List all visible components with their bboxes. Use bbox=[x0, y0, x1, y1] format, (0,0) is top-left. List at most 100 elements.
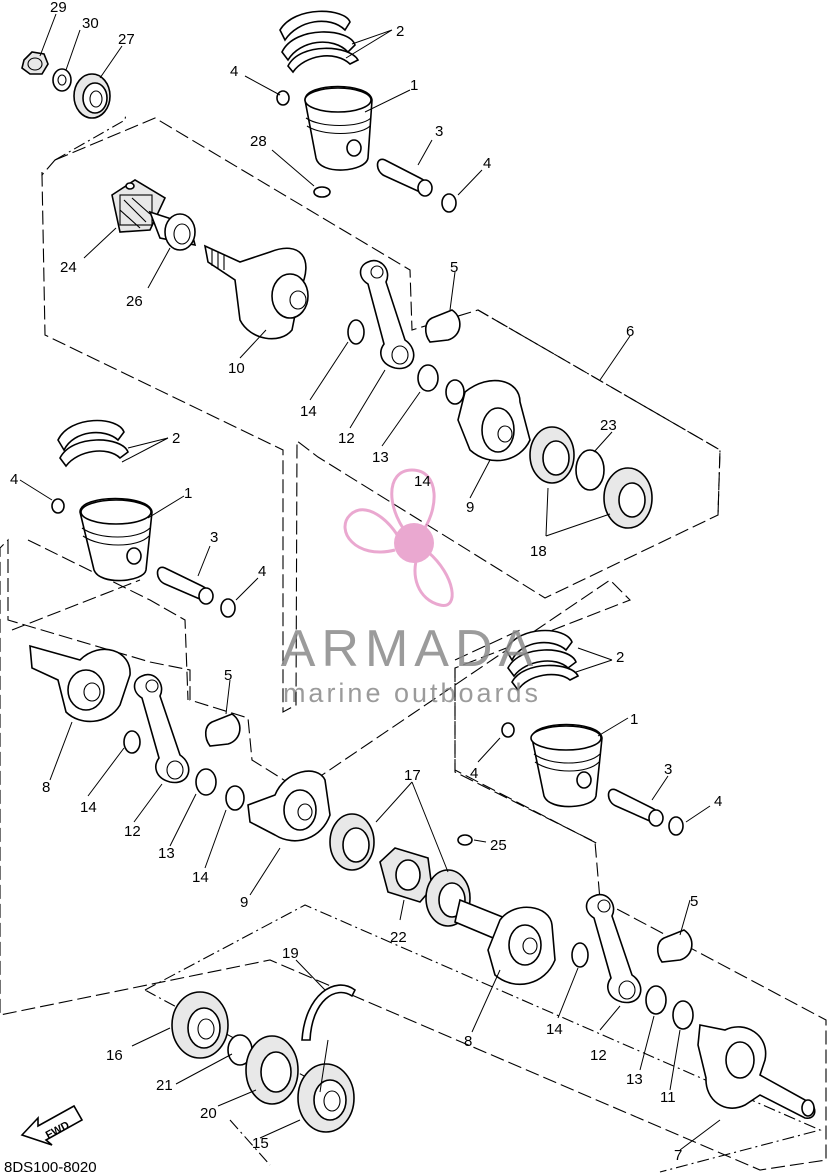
callout-13: 13 bbox=[372, 449, 389, 466]
washer-14-mid-a bbox=[123, 730, 141, 754]
conrod-12-upper bbox=[359, 259, 415, 370]
callout-9: 9 bbox=[240, 894, 248, 911]
callout-23: 23 bbox=[600, 417, 617, 434]
outline-middle-piston bbox=[11, 539, 189, 701]
callout-28: 28 bbox=[250, 133, 267, 150]
callout-labels: 29 30 27 2 4 1 3 4 28 24 26 10 5 6 14 12… bbox=[10, 0, 722, 1164]
upper-crank-parts bbox=[111, 179, 465, 405]
bushing-5-low bbox=[656, 929, 693, 963]
watermark-tagline: marine outboards bbox=[283, 678, 541, 708]
callout-7: 7 bbox=[674, 1147, 682, 1164]
watermark-brand: ARMADA bbox=[281, 620, 539, 678]
callout-2: 2 bbox=[396, 23, 404, 40]
ring-23 bbox=[575, 449, 605, 491]
nut-29 bbox=[21, 51, 49, 75]
bushing-5-mid bbox=[204, 713, 241, 747]
callout-12: 12 bbox=[124, 823, 141, 840]
callout-1: 1 bbox=[630, 711, 638, 728]
seal-11 bbox=[672, 1000, 694, 1030]
callout-1: 1 bbox=[184, 485, 192, 502]
callout-29: 29 bbox=[50, 0, 67, 16]
outline-right-piston bbox=[454, 629, 601, 846]
propeller-logo-icon bbox=[343, 468, 454, 607]
lower-right-crank bbox=[454, 893, 816, 1119]
clip-4-mid-right bbox=[220, 598, 236, 618]
clip-4-top-left bbox=[276, 90, 290, 106]
callout-5: 5 bbox=[450, 259, 458, 276]
bearing-13-upper bbox=[417, 364, 439, 392]
callout-24: 24 bbox=[60, 259, 77, 276]
piston-right bbox=[501, 629, 684, 836]
fwd-arrow: FWD bbox=[20, 1104, 84, 1146]
callout-1: 1 bbox=[410, 77, 418, 94]
outline-top-bearing bbox=[41, 112, 127, 176]
bushing-5-upper bbox=[424, 309, 461, 343]
outline-upper-crank bbox=[41, 117, 721, 713]
callout-30: 30 bbox=[82, 15, 99, 32]
callout-4: 4 bbox=[714, 793, 722, 810]
top-left-fasteners bbox=[21, 51, 111, 119]
circlip-19 bbox=[301, 984, 357, 1041]
callout-18: 18 bbox=[530, 543, 547, 560]
callout-11: 11 bbox=[660, 1089, 676, 1106]
callout-13: 13 bbox=[158, 845, 175, 862]
callout-27: 27 bbox=[118, 31, 135, 48]
callout-15: 15 bbox=[252, 1135, 269, 1152]
bearing-13-low bbox=[645, 985, 667, 1015]
outline-6 bbox=[477, 309, 721, 516]
callout-14: 14 bbox=[192, 869, 209, 886]
callout-9: 9 bbox=[466, 499, 474, 516]
crankshaft-7 bbox=[697, 1024, 816, 1119]
callout-3: 3 bbox=[435, 123, 443, 140]
callout-8: 8 bbox=[42, 779, 50, 796]
clip-4-right-left bbox=[501, 722, 515, 738]
washer-30 bbox=[52, 68, 72, 92]
callout-4: 4 bbox=[10, 471, 18, 488]
callout-8: 8 bbox=[464, 1033, 472, 1050]
callout-13: 13 bbox=[626, 1071, 643, 1088]
callout-5: 5 bbox=[224, 667, 232, 684]
callout-26: 26 bbox=[126, 293, 143, 310]
callout-14: 14 bbox=[546, 1021, 563, 1038]
washer-14-low bbox=[571, 942, 589, 968]
pin-28 bbox=[313, 186, 331, 198]
callout-10: 10 bbox=[228, 360, 245, 377]
washer-14-upper bbox=[347, 319, 365, 345]
callout-4: 4 bbox=[230, 63, 238, 80]
clip-4-mid-left bbox=[51, 498, 65, 514]
drawing-code: 8DS100-8020 bbox=[4, 1159, 97, 1176]
piston-middle bbox=[51, 419, 236, 618]
bearing-13-mid bbox=[195, 768, 217, 796]
callout-12: 12 bbox=[590, 1047, 607, 1064]
callout-25: 25 bbox=[490, 837, 507, 854]
callout-14: 14 bbox=[300, 403, 317, 420]
callout-6: 6 bbox=[626, 323, 634, 340]
callout-4: 4 bbox=[483, 155, 491, 172]
piston-top bbox=[276, 85, 457, 213]
middle-crank-parts bbox=[29, 644, 473, 927]
conrod-12-mid bbox=[133, 673, 190, 784]
callout-19: 19 bbox=[282, 945, 299, 962]
callout-14: 14 bbox=[414, 473, 431, 490]
callout-2: 2 bbox=[172, 430, 180, 447]
clip-4-top-right bbox=[441, 193, 457, 213]
callout-21: 21 bbox=[156, 1077, 173, 1094]
pin-25 bbox=[457, 834, 473, 846]
callout-3: 3 bbox=[664, 761, 672, 778]
callout-2: 2 bbox=[616, 649, 624, 666]
washer-14-upper-b bbox=[445, 379, 465, 405]
armada-watermark: ARMADA marine outboards bbox=[281, 468, 541, 708]
conrod-12-low bbox=[585, 893, 642, 1004]
callout-12: 12 bbox=[338, 430, 355, 447]
piston-rings-top bbox=[279, 10, 360, 74]
callout-14: 14 bbox=[80, 799, 97, 816]
callout-5: 5 bbox=[690, 893, 698, 910]
crank-9-upper-group bbox=[457, 379, 653, 529]
leader-lines bbox=[19, 13, 721, 1151]
callout-16: 16 bbox=[106, 1047, 123, 1064]
washer-14-mid-b bbox=[225, 785, 245, 811]
callout-4: 4 bbox=[470, 765, 478, 782]
clip-4-right-right bbox=[668, 816, 684, 836]
callout-20: 20 bbox=[200, 1105, 217, 1122]
